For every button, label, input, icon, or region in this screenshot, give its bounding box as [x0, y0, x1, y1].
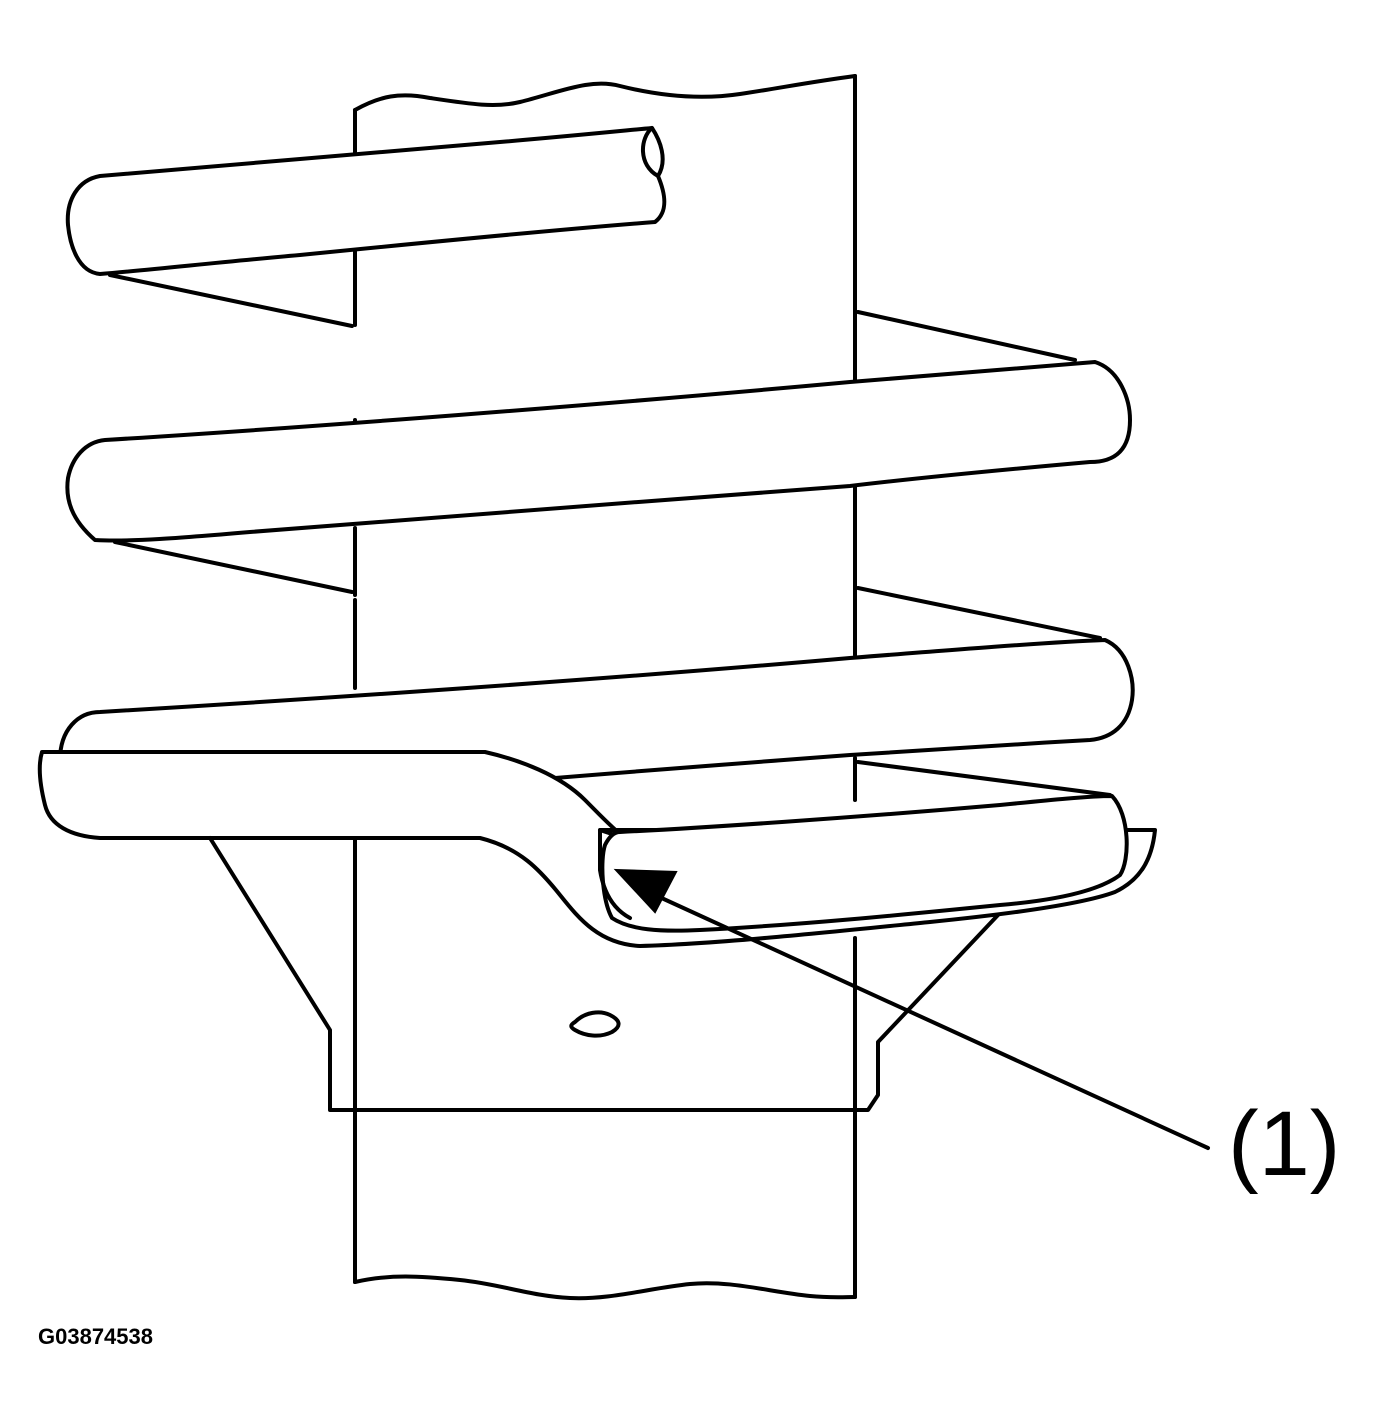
callout-arrowhead [613, 868, 678, 914]
spring-coil-top [65, 126, 667, 276]
spring-back-line-4 [856, 586, 1102, 640]
bracket-hole [569, 1010, 621, 1038]
spring-back-line-3 [113, 540, 354, 594]
body-top-break-line [353, 74, 857, 112]
callout-label: (1) [1228, 1093, 1341, 1195]
spring-coil-top-cut-end [640, 126, 660, 178]
spring-seat-stop-notch [598, 828, 632, 920]
figure-id: G03874538 [38, 1324, 153, 1349]
spring-back-line-1 [108, 273, 354, 328]
spring-coil-seated-end [600, 794, 1129, 933]
spring-coil-middle [65, 360, 1132, 543]
body-bottom-break-line [353, 1274, 857, 1301]
spring-seat-skirt [208, 836, 1000, 1112]
spring-back-line-5 [856, 760, 1112, 797]
callout-leader-line [653, 893, 1210, 1150]
shock-absorber-body [353, 74, 857, 1301]
spring-back-lines [108, 273, 1112, 797]
spring-back-line-2 [856, 310, 1077, 362]
